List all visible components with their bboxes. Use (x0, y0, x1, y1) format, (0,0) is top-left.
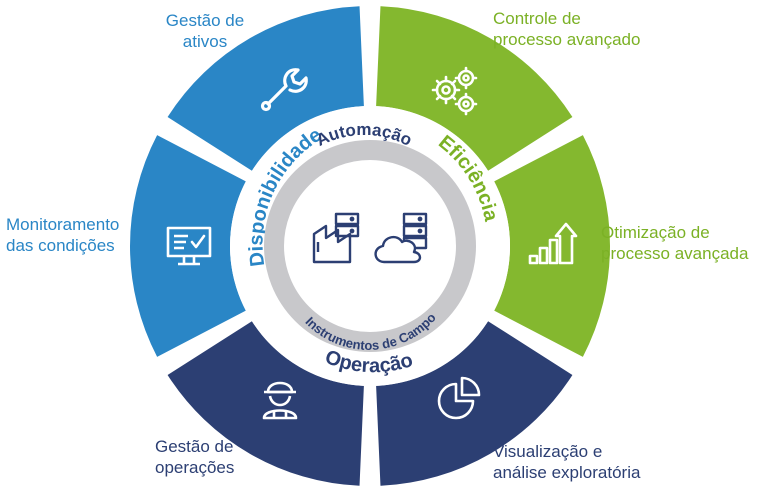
growth-chart-icon (528, 222, 578, 265)
wrench-icon (260, 68, 308, 112)
label-condition-monitoring: Monitoramento das condições (6, 214, 119, 256)
cloud-server-icon (374, 212, 428, 264)
label-line: Controle de (493, 9, 581, 28)
label-line: Otimização de (601, 223, 710, 242)
label-operations-management: Gestão de operações (155, 436, 234, 478)
label-line: das condições (6, 236, 115, 255)
monitor-icon (166, 226, 212, 266)
segment-visualization-analysis[interactable] (376, 321, 573, 486)
segment-asset-management[interactable] (167, 6, 364, 171)
label-line: Gestão de (165, 11, 245, 30)
label-line: processo avançada (601, 244, 749, 263)
worker-icon (262, 381, 298, 420)
segment-condition-monitoring[interactable] (130, 135, 246, 357)
factory-server-icon (312, 212, 360, 264)
gears-icon (431, 66, 478, 116)
outer-ring (130, 6, 611, 486)
segment-advanced-process-control[interactable] (376, 6, 573, 171)
label-visualization-analysis: Visualização e análise exploratória (493, 441, 640, 483)
label-line: Gestão de (155, 437, 234, 456)
label-asset-management: Gestão de ativos (150, 10, 260, 52)
label-line: ativos (182, 32, 228, 51)
label-line: processo avançado (493, 30, 641, 49)
pie-chart-icon (437, 376, 481, 420)
label-line: Visualização e (493, 442, 603, 461)
label-line: análise exploratória (493, 463, 641, 482)
label-line: operações (155, 458, 235, 477)
label-advanced-process-optimization: Otimização de processo avançada (601, 222, 748, 264)
segment-operations-management[interactable] (167, 321, 364, 486)
label-advanced-process-control: Controle de processo avançado (493, 8, 640, 50)
inner-gray-ring (264, 140, 476, 352)
label-line: Monitoramento (6, 215, 120, 234)
segment-advanced-process-optimization[interactable] (494, 135, 611, 357)
